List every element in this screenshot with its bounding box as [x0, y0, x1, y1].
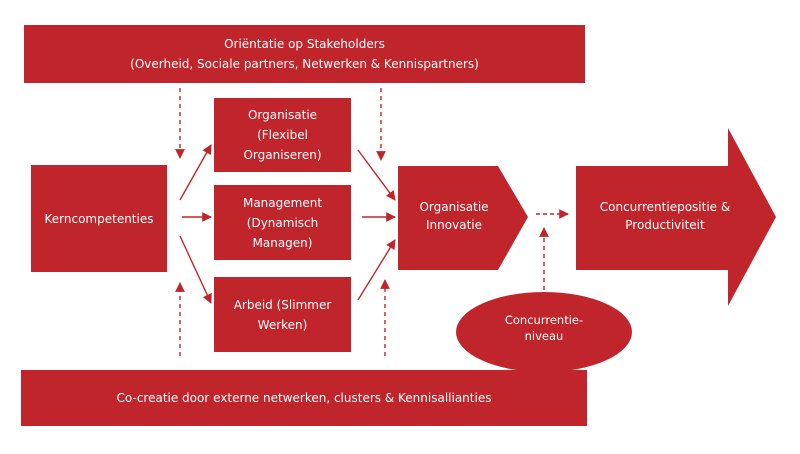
management-box: Management (Dynamisch Managen) — [214, 185, 351, 260]
stakeholders-band: Oriëntatie op Stakeholders (Overheid, So… — [24, 25, 585, 83]
concurrentieniveau-label: Concurrentie- niveau — [504, 313, 584, 343]
arbeid-box: Arbeid (Slimmer Werken) — [214, 277, 351, 352]
innovation-pentagon — [398, 166, 528, 270]
arrow-organisatie-to-innovatie — [357, 149, 396, 201]
kerncompetenties-box: Kerncompetenties — [31, 165, 167, 272]
management-label: Management (Dynamisch Managen) — [242, 195, 323, 250]
stakeholders-subtitle: (Overheid, Sociale partners, Netwerken &… — [130, 57, 479, 71]
concurrentiepositie-label: Concurrentiepositie & Productiviteit — [599, 200, 731, 232]
arrow-kern-to-arbeid — [179, 235, 212, 304]
innovatie-label: Organisatie Innovatie — [419, 200, 489, 232]
kerncompetenties-label: Kerncompetenties — [44, 211, 154, 226]
arbeid-label: Arbeid (Slimmer Werken) — [233, 297, 332, 332]
arrow-kern-to-organisatie — [179, 144, 212, 201]
organisatie-label: Organisatie (Flexibel Organiseren) — [243, 108, 322, 162]
organisatie-box: Organisatie (Flexibel Organiseren) — [214, 98, 351, 172]
stakeholders-title: Oriëntatie op Stakeholders — [224, 37, 385, 51]
cocreatie-label: Co-creatie door externe netwerken, clust… — [116, 391, 492, 405]
concurrentie-ellipse — [456, 292, 632, 372]
cocreatie-band: Co-creatie door externe netwerken, clust… — [21, 370, 587, 426]
arrow-arbeid-to-innovatie — [357, 239, 396, 301]
big-arrow-shape — [576, 128, 776, 306]
